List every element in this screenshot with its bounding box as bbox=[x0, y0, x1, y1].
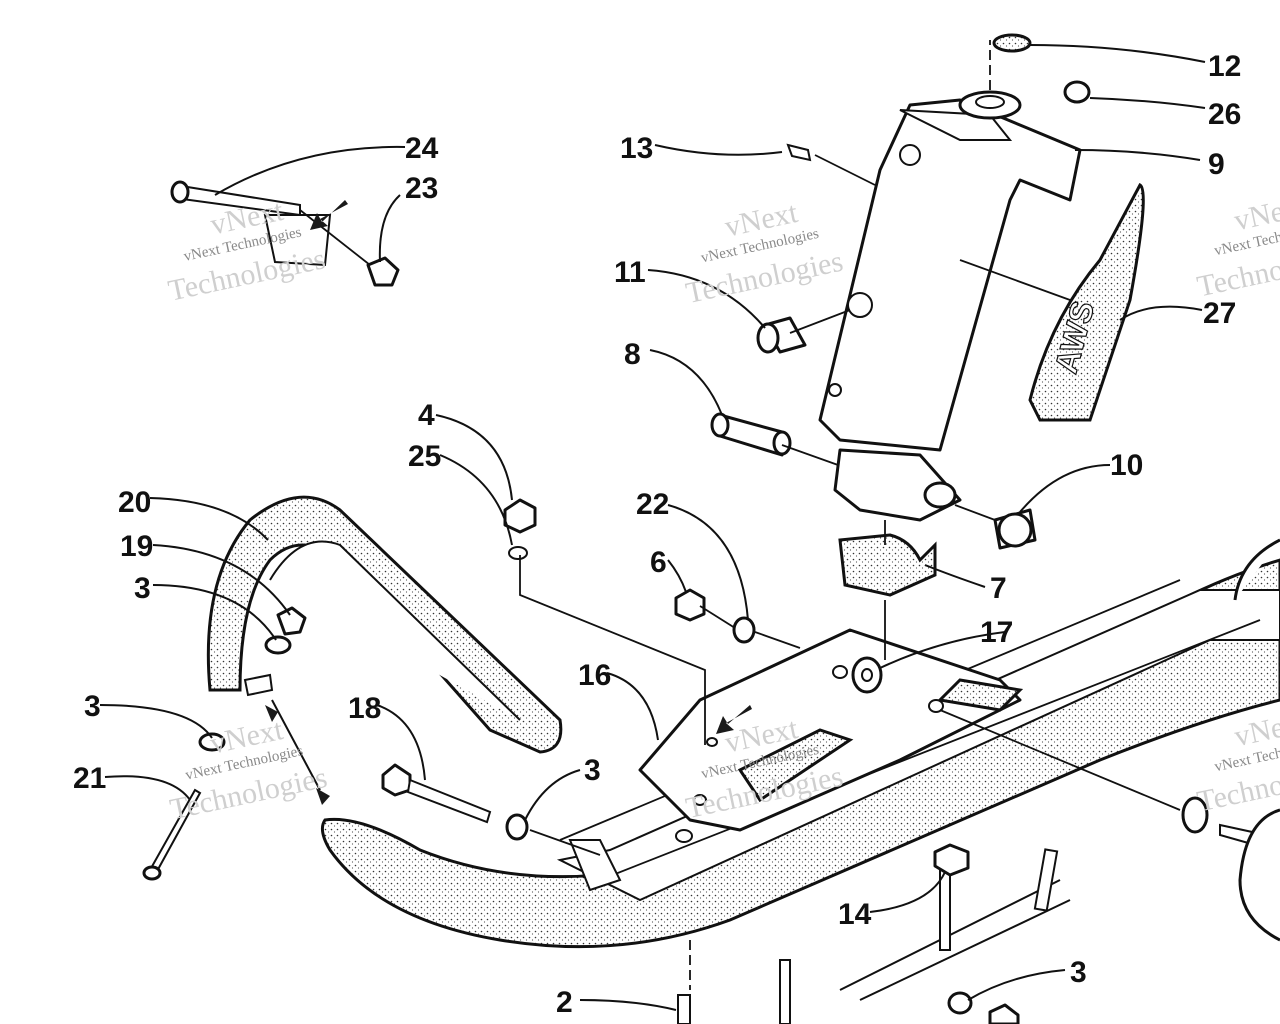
watermark-top-center: vNext vNext Technologies Technologies bbox=[683, 196, 846, 310]
callout-20: 20 bbox=[118, 486, 151, 519]
callout-21: 21 bbox=[73, 762, 106, 795]
watermark-bottom-left: vNext vNext Technologies Technologies bbox=[167, 713, 330, 826]
callout-3-a: 3 bbox=[134, 572, 151, 605]
watermark-top-right: vNext vNext Technologies Technologies bbox=[1194, 190, 1280, 304]
callout-12: 12 bbox=[1208, 50, 1241, 83]
callout-17: 17 bbox=[980, 616, 1013, 649]
aws-decal: AWS bbox=[1028, 182, 1145, 422]
callout-11: 11 bbox=[614, 256, 646, 289]
spindle-bracket bbox=[638, 628, 1024, 832]
callout-10: 10 bbox=[1110, 449, 1143, 482]
callout-13: 13 bbox=[620, 132, 653, 165]
callout-9: 9 bbox=[1208, 148, 1225, 181]
callout-14: 14 bbox=[838, 898, 872, 931]
callout-2: 2 bbox=[556, 986, 573, 1019]
callout-16: 16 bbox=[578, 659, 611, 692]
spindle-housing bbox=[818, 90, 1082, 522]
cap-part bbox=[992, 33, 1032, 53]
watermark-top-left: vNext vNext Technologies Technologies bbox=[165, 194, 328, 308]
decal-text: AWS bbox=[1048, 297, 1102, 377]
callout-23: 23 bbox=[405, 172, 438, 205]
callout-19: 19 bbox=[120, 530, 153, 563]
ski-loop bbox=[206, 495, 563, 754]
callout-6: 6 bbox=[650, 546, 667, 579]
callout-26: 26 bbox=[1208, 98, 1241, 131]
callout-labels: 12 26 13 9 24 23 11 27 8 4 25 10 20 22 1… bbox=[73, 50, 1241, 1019]
callout-3-b: 3 bbox=[84, 690, 101, 723]
leader-lines bbox=[99, 44, 1206, 1011]
callout-4: 4 bbox=[418, 399, 435, 432]
callout-22: 22 bbox=[636, 488, 669, 521]
wear-bar bbox=[677, 848, 1071, 1024]
callout-7: 7 bbox=[990, 572, 1007, 605]
assembly-lines bbox=[271, 40, 1181, 990]
callout-18: 18 bbox=[348, 692, 381, 725]
indicator-arrows bbox=[265, 200, 752, 805]
hardware bbox=[142, 33, 1280, 1024]
callout-24: 24 bbox=[405, 132, 439, 165]
callout-27: 27 bbox=[1203, 297, 1236, 330]
callout-25: 25 bbox=[408, 440, 441, 473]
callout-8: 8 bbox=[624, 338, 641, 371]
callout-3-c: 3 bbox=[584, 754, 601, 787]
callout-3-d: 3 bbox=[1070, 956, 1087, 989]
